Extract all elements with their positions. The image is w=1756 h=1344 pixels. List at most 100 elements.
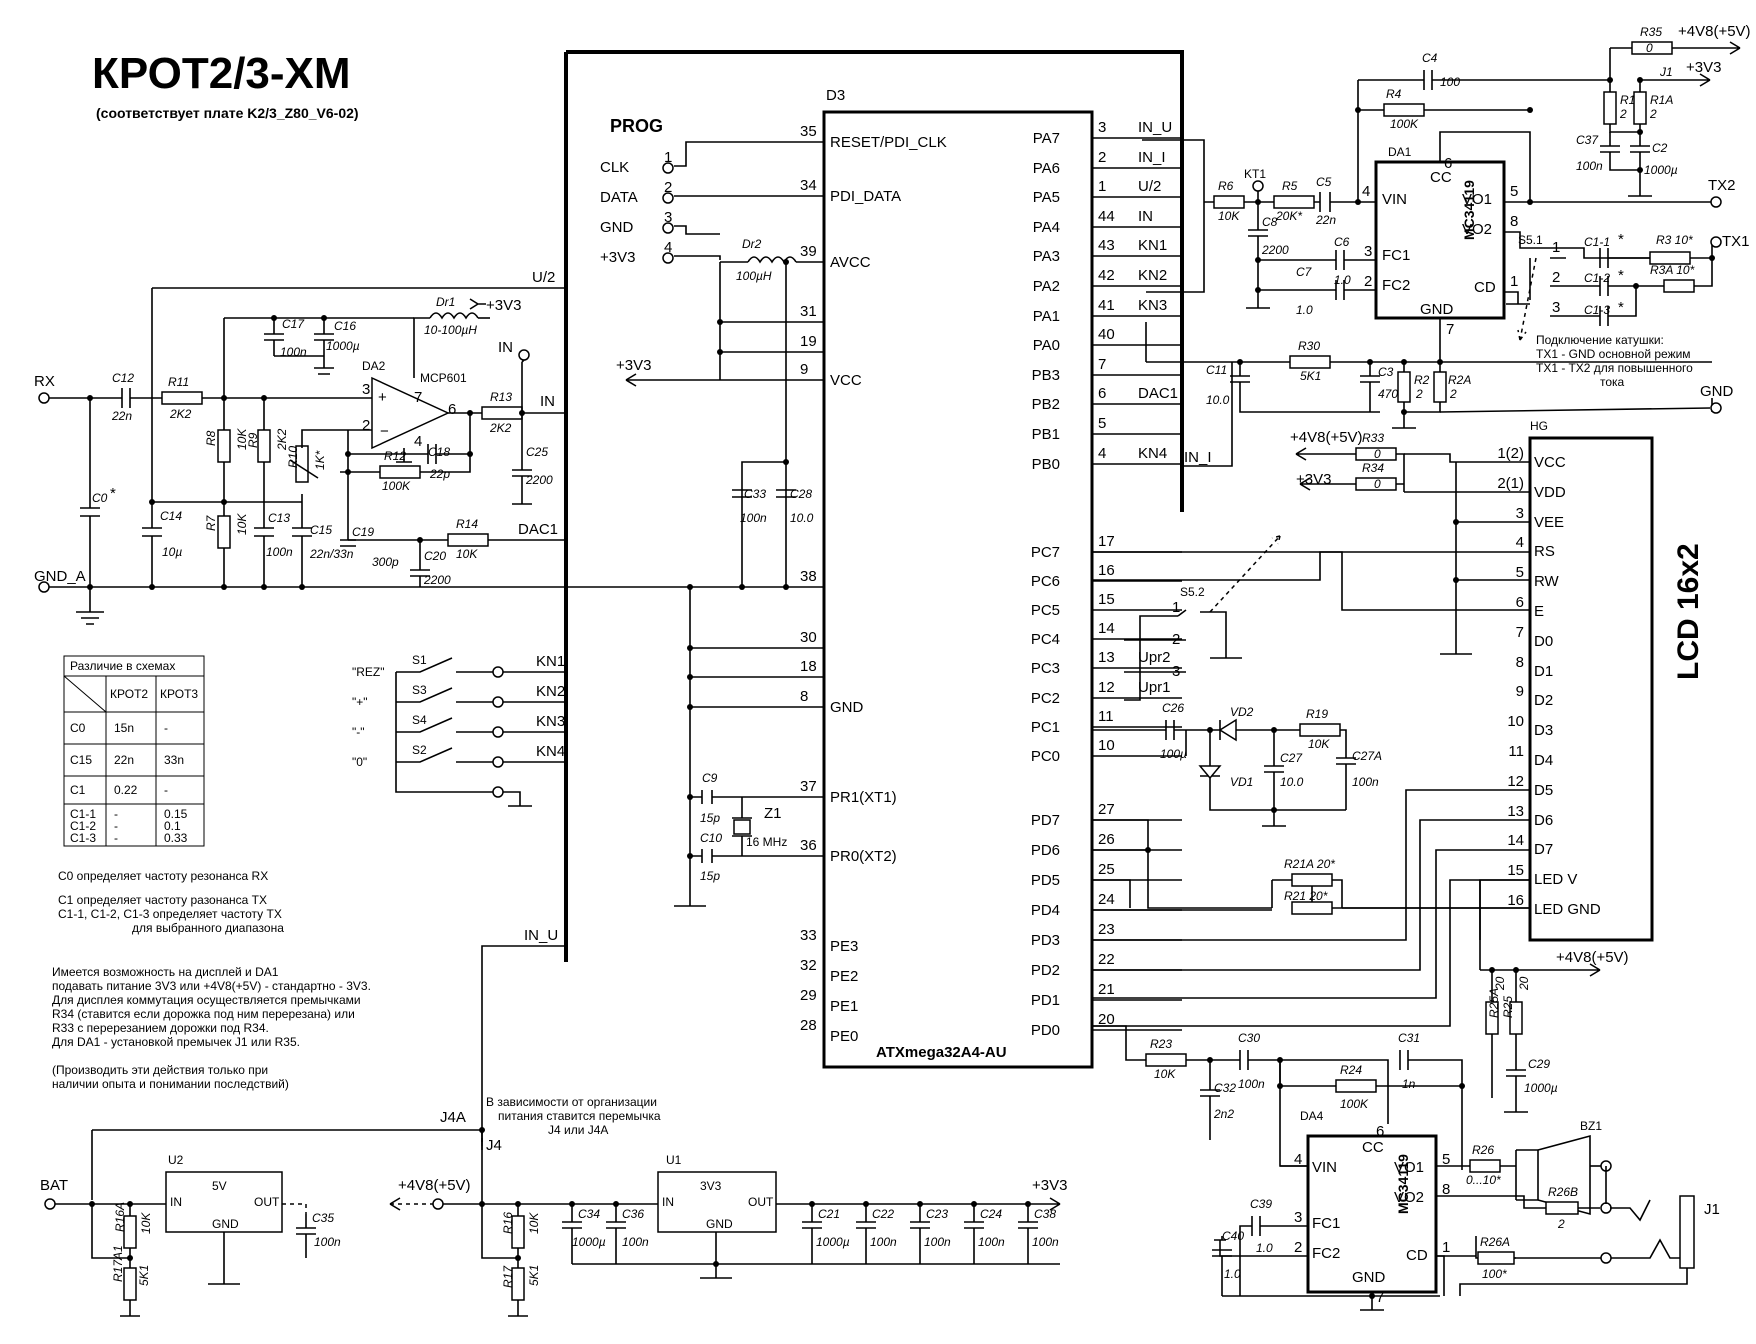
prog-pin-terminal[interactable] <box>662 252 674 264</box>
mcu-pin-net: IN_I <box>1138 149 1166 166</box>
svg-text:FC1: FC1 <box>1382 247 1410 264</box>
in-u-net: IN_U J4A J4 <box>91 927 566 1200</box>
svg-text:3: 3 <box>1364 243 1372 260</box>
svg-text:R8: R8 <box>204 430 218 446</box>
button-net: KN2 <box>536 683 565 700</box>
svg-text:R4: R4 <box>1386 87 1402 101</box>
cap-value: 100n <box>1032 1235 1059 1249</box>
svg-text:10K: 10K <box>456 547 478 561</box>
svg-text:2200: 2200 <box>1261 243 1289 257</box>
mcu-pin-num: 41 <box>1098 297 1115 314</box>
button-terminal[interactable] <box>492 696 504 708</box>
mcu-pin-name: PA5 <box>1033 189 1060 206</box>
cap-ref: C23 <box>926 1207 948 1221</box>
mcu-pin-name: PA6 <box>1033 160 1060 177</box>
prog-pin-terminal[interactable] <box>662 192 674 204</box>
prog-pin-terminal[interactable] <box>662 222 674 234</box>
diff-row1-b: 33n <box>164 753 184 767</box>
mcu-pin-name: PC7 <box>1031 544 1060 561</box>
net-u2: U/2 <box>532 269 555 286</box>
u2-ref: U2 <box>168 1153 184 1167</box>
svg-text:FC1: FC1 <box>1312 1215 1340 1232</box>
svg-text:C37: C37 <box>1576 133 1599 147</box>
svg-text:R26: R26 <box>1472 1143 1494 1157</box>
lcd-pin-name: D4 <box>1534 752 1553 769</box>
mcu-pin-name: PA1 <box>1033 308 1060 325</box>
svg-text:C8: C8 <box>1262 215 1278 229</box>
svg-text:100n: 100n <box>1576 159 1603 173</box>
svg-text:100K: 100K <box>1340 1097 1369 1111</box>
svg-text:5K1: 5K1 <box>527 1265 541 1286</box>
svg-text:10K: 10K <box>1218 209 1240 223</box>
svg-text:−: − <box>380 423 389 440</box>
button-ref: S4 <box>412 713 427 727</box>
u1-value: 3V3 <box>700 1179 722 1193</box>
svg-text:1K*: 1K* <box>313 450 327 470</box>
ground-network: GND_A <box>34 568 824 907</box>
mcu-pin-name: PD5 <box>1031 872 1060 889</box>
crystal-ref: Z1 <box>764 805 782 822</box>
lcd-pin-num: 2(1) <box>1497 475 1524 492</box>
svg-text:VIN: VIN <box>1312 1159 1337 1176</box>
rail-bat: BAT <box>40 1177 68 1194</box>
mcu-d3: D3 ATXmega32A4-AU 35RESET/PDI_CLK34PDI_D… <box>800 87 1182 1069</box>
lcd-pin-num: 16 <box>1507 892 1524 909</box>
svg-text:R35: R35 <box>1640 25 1662 39</box>
mcu-pin-num: 14 <box>1098 620 1115 637</box>
prog-pin-name: CLK <box>600 159 629 176</box>
diff-row1-a: 22n <box>114 753 134 767</box>
svg-text:R23: R23 <box>1150 1037 1172 1051</box>
net-in-out: IN <box>540 393 555 410</box>
mcu-pin-num: 16 <box>1098 562 1115 579</box>
mcu-pin-num: 28 <box>800 1017 817 1034</box>
svg-text:R3 10*: R3 10* <box>1656 233 1693 247</box>
diff-row3-name: C1-3 <box>70 831 96 845</box>
svg-text:*: * <box>1618 267 1624 284</box>
button-terminal[interactable] <box>492 666 504 678</box>
mcu-ref: D3 <box>826 87 845 104</box>
button-terminal[interactable] <box>492 756 504 768</box>
mcu-pin-num: 19 <box>800 333 817 350</box>
svg-text:C5: C5 <box>1316 175 1332 189</box>
svg-text:C36: C36 <box>622 1207 644 1221</box>
mcu-pin-name: PE2 <box>830 968 858 985</box>
svg-text:22p: 22p <box>429 467 450 481</box>
cap-value: 1000µ <box>816 1235 850 1249</box>
svg-text:C32: C32 <box>1214 1081 1236 1095</box>
mcu-pin-num: 15 <box>1098 591 1115 608</box>
prog-pin-terminal[interactable] <box>662 162 674 174</box>
mcu-pin-net: Upr1 <box>1138 679 1171 696</box>
diff-row3-a: - <box>114 807 118 821</box>
svg-text:FC2: FC2 <box>1312 1245 1340 1262</box>
lcd-pin-num: 9 <box>1516 683 1524 700</box>
svg-text:0: 0 <box>1374 447 1381 461</box>
svg-text:2: 2 <box>1172 631 1180 648</box>
da2-ref: DA2 <box>362 359 386 373</box>
svg-text:R7: R7 <box>204 514 218 531</box>
rail-3v3-da1: +3V3 <box>1686 59 1721 76</box>
mcu-pin-name: PA3 <box>1033 248 1060 265</box>
svg-text:C13: C13 <box>268 511 290 525</box>
lcd-pin-num: 11 <box>1508 743 1524 760</box>
button-terminal[interactable] <box>492 726 504 738</box>
prog-pin-num: 1 <box>664 149 672 166</box>
main-bus-frame <box>564 50 1184 962</box>
svg-text:1000µ: 1000µ <box>572 1235 606 1249</box>
mcu-pin-num: 43 <box>1098 237 1115 254</box>
buzzer-ref: BZ1 <box>1580 1119 1602 1133</box>
note-coil-2: TX1 - TX2 для повышенного <box>1536 361 1693 375</box>
svg-text:+: + <box>378 389 387 406</box>
mcu-pin-net: KN3 <box>1138 297 1167 314</box>
da2-part: MCP601 <box>420 371 467 385</box>
lcd-pin-name: D3 <box>1534 722 1553 739</box>
svg-text:2K2: 2K2 <box>169 407 192 421</box>
svg-text:3: 3 <box>1172 663 1180 680</box>
diff-row3-b: 0.33 <box>164 831 188 845</box>
lcd-pin-num: 1(2) <box>1497 445 1524 462</box>
mcu-pin-num: 5 <box>1098 415 1106 432</box>
mcu-pin-name: PA0 <box>1033 337 1060 354</box>
da1-part: MC34119 <box>1461 180 1477 240</box>
svg-text:R6: R6 <box>1218 179 1234 193</box>
